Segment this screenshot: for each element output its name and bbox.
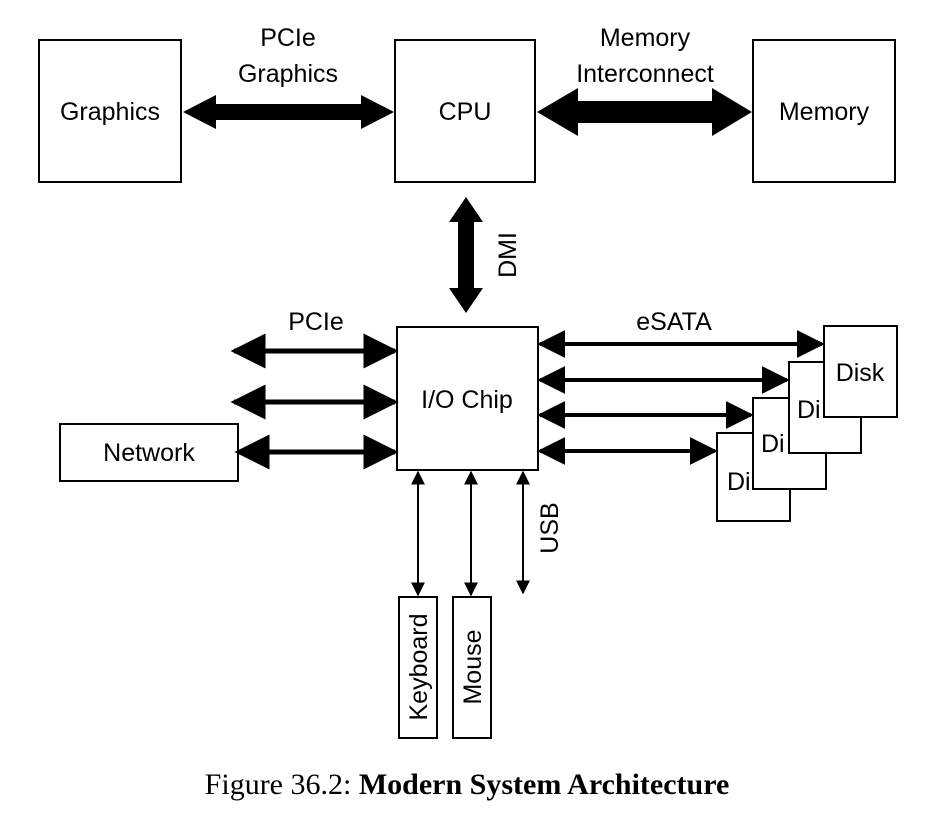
- system-architecture-diagram: Graphics CPU Memory PCIe Graphics Memory…: [38, 24, 898, 739]
- pcie-label: PCIe: [288, 308, 344, 336]
- pcie-graphics-label-line1: PCIe: [260, 24, 316, 52]
- mouse-label: Mouse: [459, 629, 487, 704]
- usb-label: USB: [536, 502, 564, 553]
- memory-interconnect-label-line1: Memory: [600, 24, 691, 52]
- graphics-label: Graphics: [60, 98, 160, 126]
- figure-caption: Figure 36.2: Modern System Architecture: [0, 768, 934, 802]
- graphics-box: [38, 39, 182, 183]
- disk-label-3: Di: [761, 430, 785, 458]
- disk-label-1: Disk: [836, 359, 885, 387]
- memory-label: Memory: [779, 98, 870, 126]
- esata-label: eSATA: [636, 308, 712, 336]
- memory-box: [752, 39, 896, 183]
- network-label: Network: [103, 439, 195, 467]
- io-chip-label: I/O Chip: [421, 386, 513, 414]
- dmi-arrow: [449, 197, 483, 313]
- keyboard-box: [398, 596, 438, 739]
- pcie-graphics-label-line2: Graphics: [238, 60, 338, 88]
- cpu-label: CPU: [439, 98, 492, 126]
- memory-interconnect-label-line2: Interconnect: [576, 60, 714, 88]
- caption-prefix: Figure 36.2:: [204, 768, 359, 801]
- dmi-label: DMI: [494, 232, 522, 278]
- disk-label-4: Di: [727, 468, 751, 496]
- pcie-graphics-arrow: [183, 95, 394, 129]
- disk-label-2: Di: [797, 396, 821, 424]
- cpu-box: [394, 39, 536, 183]
- mouse-box: [452, 596, 492, 739]
- disk-box-1: [823, 325, 898, 418]
- caption-title: Modern System Architecture: [358, 768, 730, 801]
- memory-interconnect-arrow: [537, 88, 752, 136]
- keyboard-label: Keyboard: [405, 613, 433, 720]
- io-chip-box: [396, 326, 539, 471]
